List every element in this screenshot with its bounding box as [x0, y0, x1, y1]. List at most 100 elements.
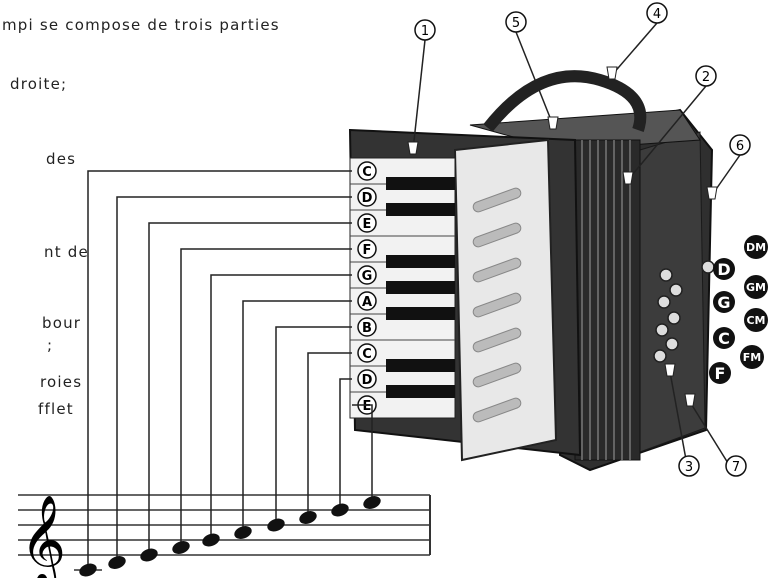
text-line-8: fflet [38, 400, 74, 418]
note-head [234, 526, 252, 539]
callout-circle [678, 455, 700, 477]
leader-line [352, 404, 373, 497]
chord-button [740, 345, 764, 369]
strap-handle [483, 70, 647, 132]
chord-button [744, 275, 768, 299]
callout-circle [505, 11, 527, 33]
text-line-2: droite; [10, 75, 68, 93]
key-label: C [362, 165, 372, 180]
key-label-circle [357, 239, 377, 259]
note-head [172, 541, 190, 554]
note-head [140, 548, 158, 562]
leader-line [307, 352, 352, 512]
key-label: E [363, 217, 372, 232]
callout-number: 5 [512, 16, 520, 31]
treble-clef-icon: 𝄞 [20, 495, 66, 578]
chord-peg [669, 283, 683, 297]
callout-circle [646, 2, 668, 24]
key-label: D [362, 191, 373, 206]
callout-line [611, 22, 658, 76]
callout-number: 6 [736, 139, 744, 154]
key-label: B [362, 321, 372, 336]
chord-button-label: F [715, 364, 726, 383]
chord-peg [665, 337, 679, 351]
black-key [386, 203, 455, 216]
black-key [386, 255, 455, 268]
chord-peg [667, 311, 681, 325]
key-label-circle [357, 291, 377, 311]
black-key [386, 385, 455, 398]
black-key [386, 281, 455, 294]
chord-button-label: C [718, 329, 730, 348]
chord-peg [659, 268, 673, 282]
accordion-body [348, 70, 715, 472]
key-label: C [362, 347, 372, 362]
key-label: D [362, 373, 373, 388]
note-head [202, 533, 220, 547]
leader-line [339, 378, 352, 504]
callout-circle [725, 455, 747, 477]
leader-line [180, 248, 352, 542]
key-label-circle [357, 369, 377, 389]
chord-button-pegs [653, 260, 715, 363]
callout-number: 2 [702, 70, 710, 85]
text-line-6: ; [47, 336, 54, 354]
chord-peg [655, 323, 669, 337]
grille-slots [472, 187, 522, 423]
leader-line [275, 326, 352, 519]
callout-number: 1 [421, 24, 429, 39]
key-label: A [362, 295, 372, 310]
pointing-hand-icon [547, 116, 559, 130]
key-label-circle [357, 343, 377, 363]
chord-peg [657, 295, 671, 309]
chord-button [713, 291, 735, 313]
black-key [386, 359, 455, 372]
callout-circle [729, 134, 751, 156]
chord-button-label: CM [746, 314, 765, 327]
key-label-circle [357, 187, 377, 207]
key-label: E [363, 399, 372, 414]
chord-button [744, 308, 768, 332]
leader-line [116, 196, 352, 557]
chord-peg [701, 260, 715, 274]
callout-circle [695, 65, 717, 87]
pointing-hand-icon [706, 186, 718, 200]
chord-button-label: FM [743, 351, 761, 364]
key-label-circle [357, 265, 377, 285]
callout-number: 3 [685, 460, 693, 475]
callout-line [515, 31, 554, 126]
black-key [386, 177, 455, 190]
callout-line [627, 85, 707, 181]
note-head [79, 563, 97, 577]
key-label-circle [357, 317, 377, 337]
text-line-1: mpi se compose de trois parties [2, 16, 280, 34]
note-leader-lines [87, 170, 373, 564]
chord-peg [653, 349, 667, 363]
music-staff: 𝄞 [18, 494, 431, 578]
note-head [108, 556, 126, 569]
bellows [574, 139, 641, 461]
key-label-circle [357, 213, 377, 233]
text-line-5: bour [42, 314, 82, 332]
chord-button-label: DM [746, 241, 766, 254]
note-head [331, 503, 349, 517]
pointing-hand-icon [664, 363, 676, 377]
leader-line [242, 300, 352, 527]
note-head [299, 511, 317, 524]
black-key [386, 307, 455, 320]
chord-button-label: GM [746, 281, 766, 294]
chord-button [709, 362, 731, 384]
pointing-hand-icon [684, 393, 696, 407]
chord-button [713, 327, 735, 349]
callout-line [412, 39, 426, 151]
leader-line [87, 170, 352, 564]
pointing-hand-icon [407, 141, 419, 155]
callout-circle [414, 19, 436, 41]
key-label: F [363, 243, 372, 258]
note-head [363, 496, 381, 509]
leader-line [210, 274, 352, 534]
text-line-7: roies [40, 373, 83, 391]
leader-line [148, 222, 352, 549]
